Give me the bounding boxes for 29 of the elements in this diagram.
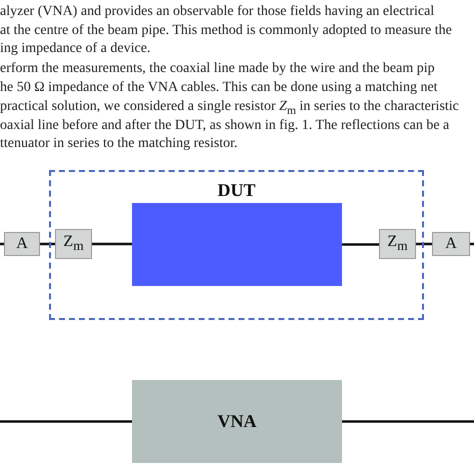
paragraph-line: erform the measurements, the coaxial line made by the wire and the beam pip — [0, 60, 435, 78]
paragraph-line: ing impedance of a device. — [0, 40, 150, 58]
component-box — [379, 229, 416, 259]
paragraph-line: alyzer (VNA) and provides an observable for those fields having an electrical — [0, 3, 434, 21]
analyzer-box — [132, 380, 342, 463]
paragraph-line: at the centre of the beam pipe. This method is commonly adopted to measure the — [0, 22, 452, 40]
dashed-boundary — [49, 170, 424, 320]
wire — [416, 242, 432, 246]
component-box — [55, 229, 92, 259]
wire — [0, 420, 132, 423]
component-label: A — [445, 235, 457, 253]
paragraph-line: oaxial line before and after the DUT, as shown in fig. 1. The reflections can be a — [0, 117, 450, 135]
component-box — [432, 232, 470, 256]
wire — [40, 242, 55, 246]
wire — [92, 242, 132, 246]
component-label: Z$_{m}$ — [387, 233, 408, 255]
box-label: VNA — [218, 411, 256, 432]
paragraph-line: he 50 Ω impedance of the VNA cables. This can be done using a matching net — [0, 79, 438, 97]
paragraph-line: practical solution, we considered a single resistor Z$_{m}$ in series to the characteristic — [0, 98, 459, 119]
component-box — [4, 232, 40, 256]
wire — [470, 242, 474, 246]
paragraph-line: ttenuator in series to the matching resistor. — [0, 135, 238, 153]
wire — [342, 420, 474, 423]
wire — [342, 243, 379, 246]
heading: DUT — [217, 180, 256, 201]
component-label: A — [16, 235, 28, 253]
device-block — [132, 203, 342, 286]
component-label: Z$_{m}$ — [63, 233, 84, 255]
wire — [0, 242, 4, 246]
